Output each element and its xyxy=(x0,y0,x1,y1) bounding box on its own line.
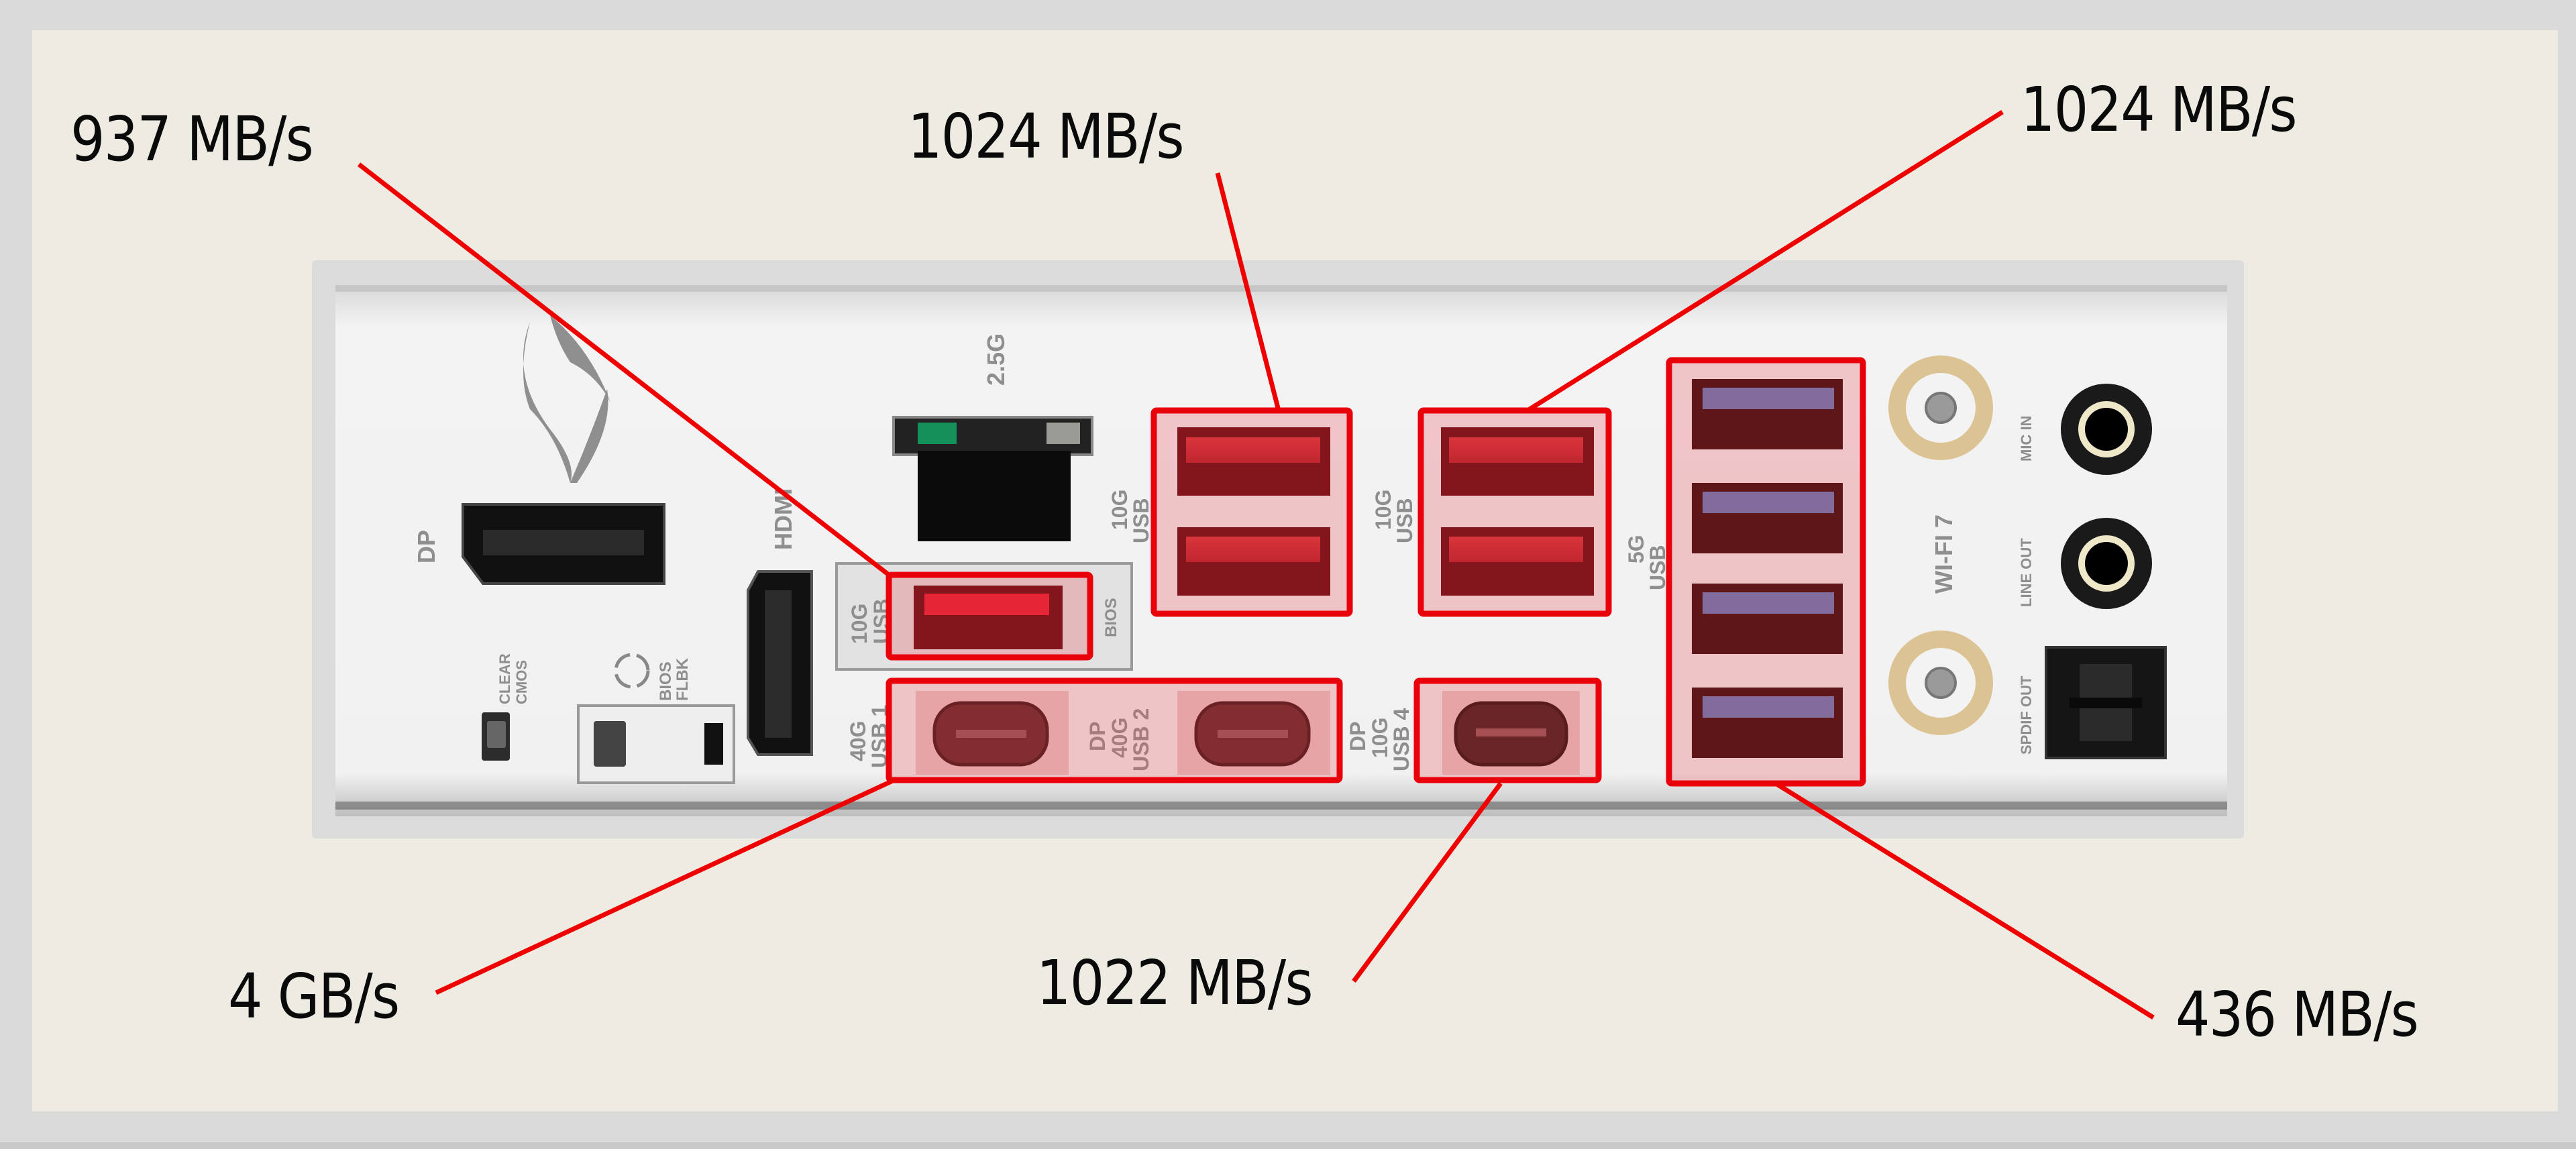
leader-line-usb-10g-pair-2 xyxy=(1526,110,2004,413)
highlight-box-usb-10g-pair-2 xyxy=(1417,407,1612,617)
leader-line-usb-5g xyxy=(1774,781,2155,1020)
speed-label-usb-10g-bios: 937 MB/s xyxy=(70,103,314,175)
usb-5g-label-1: 5G xyxy=(1624,535,1648,563)
usb-a-port-bios xyxy=(914,586,1063,649)
lan-label: 2.5G xyxy=(982,333,1010,386)
usb-5g-label-2: USB xyxy=(1646,545,1670,590)
bios-flashback-button xyxy=(577,653,735,784)
wifi-label: WI-FI 7 xyxy=(1930,514,1957,594)
spdif-out-label: SPDIF OUT xyxy=(2018,675,2035,755)
speed-label-usb-10g-pair-1: 1024 MB/s xyxy=(908,101,1185,172)
highlight-boxes xyxy=(885,357,1866,787)
usb-a-ports-10g-pair-1 xyxy=(1177,427,1330,596)
usb-c-port-10g xyxy=(1442,691,1580,775)
speed-label-usb-c-40g: 4 GB/s xyxy=(228,961,400,1032)
bottom-edge xyxy=(0,1142,2576,1149)
leader-line-usb-c-40g xyxy=(435,777,896,995)
clear-cmos-label-2: CMOS xyxy=(513,660,530,704)
usbc-4-label-3: USB 4 xyxy=(1389,708,1413,771)
speed-label-usb-10g-pair-2: 1024 MB/s xyxy=(2021,74,2298,146)
spdif-optical-port xyxy=(2045,646,2167,759)
speed-label-usb-5g: 436 MB/s xyxy=(2176,979,2419,1050)
displayport-port xyxy=(462,503,665,585)
usb-c-ports-40g xyxy=(916,691,1330,775)
usb-10g-pair-2-label-1: 10G xyxy=(1371,490,1395,530)
line-out-label: LINE OUT xyxy=(2018,538,2035,607)
leader-line-usb-10g-bios xyxy=(357,162,891,577)
mic-in-label: MIC IN xyxy=(2018,416,2035,461)
ethernet-port xyxy=(892,416,1093,541)
usbc-2-label-1: DP xyxy=(1085,722,1110,751)
usbc-2-label-2: 40G xyxy=(1108,718,1132,758)
leader-line-usb-10g-pair-1 xyxy=(1215,172,1281,411)
usb-a-ports-5g xyxy=(1692,379,1843,758)
usb-10g-pair-1-label-2: USB xyxy=(1129,498,1153,543)
audio-jacks xyxy=(2061,384,2152,609)
highlight-box-usb-10g-pair-1 xyxy=(1150,407,1353,617)
usbc-4-label-1: DP xyxy=(1346,722,1370,751)
usbc-2-label-3: USB 2 xyxy=(1129,708,1153,771)
usb-10g-pair-1-label-1: 10G xyxy=(1108,490,1132,530)
bios-label: BIOS xyxy=(1102,598,1120,637)
highlight-box-usb-c-10g xyxy=(1413,677,1602,783)
speed-label-usb-c-10g: 1022 MB/s xyxy=(1036,947,1313,1019)
usbc-4-label-2: 10G xyxy=(1368,718,1392,758)
dp-label: DP xyxy=(413,530,440,563)
clear-cmos-label-1: CLEAR xyxy=(496,653,513,704)
usb-a-ports-10g-pair-2 xyxy=(1441,427,1594,596)
hdmi-port xyxy=(747,570,813,756)
highlight-box-usb-5g xyxy=(1666,357,1866,787)
highlight-box-usb-10g-bios xyxy=(885,571,1093,661)
bios-flbk-label-2: FLBK xyxy=(674,657,692,701)
wifi-antenna-connectors xyxy=(1888,355,1993,735)
rog-logo-icon xyxy=(523,315,610,483)
usbc-1-label-1: 40G xyxy=(846,721,870,761)
leader-line-usb-c-10g xyxy=(1352,781,1503,983)
usb-10g-bios-label-1: 10G xyxy=(847,604,871,644)
usb-10g-pair-2-label-2: USB xyxy=(1393,498,1417,543)
highlight-box-usb-c-40g xyxy=(885,677,1343,783)
bios-flbk-label-1: BIOS xyxy=(657,661,675,701)
leader-lines xyxy=(357,110,2155,1020)
clear-cmos-button xyxy=(482,712,510,761)
